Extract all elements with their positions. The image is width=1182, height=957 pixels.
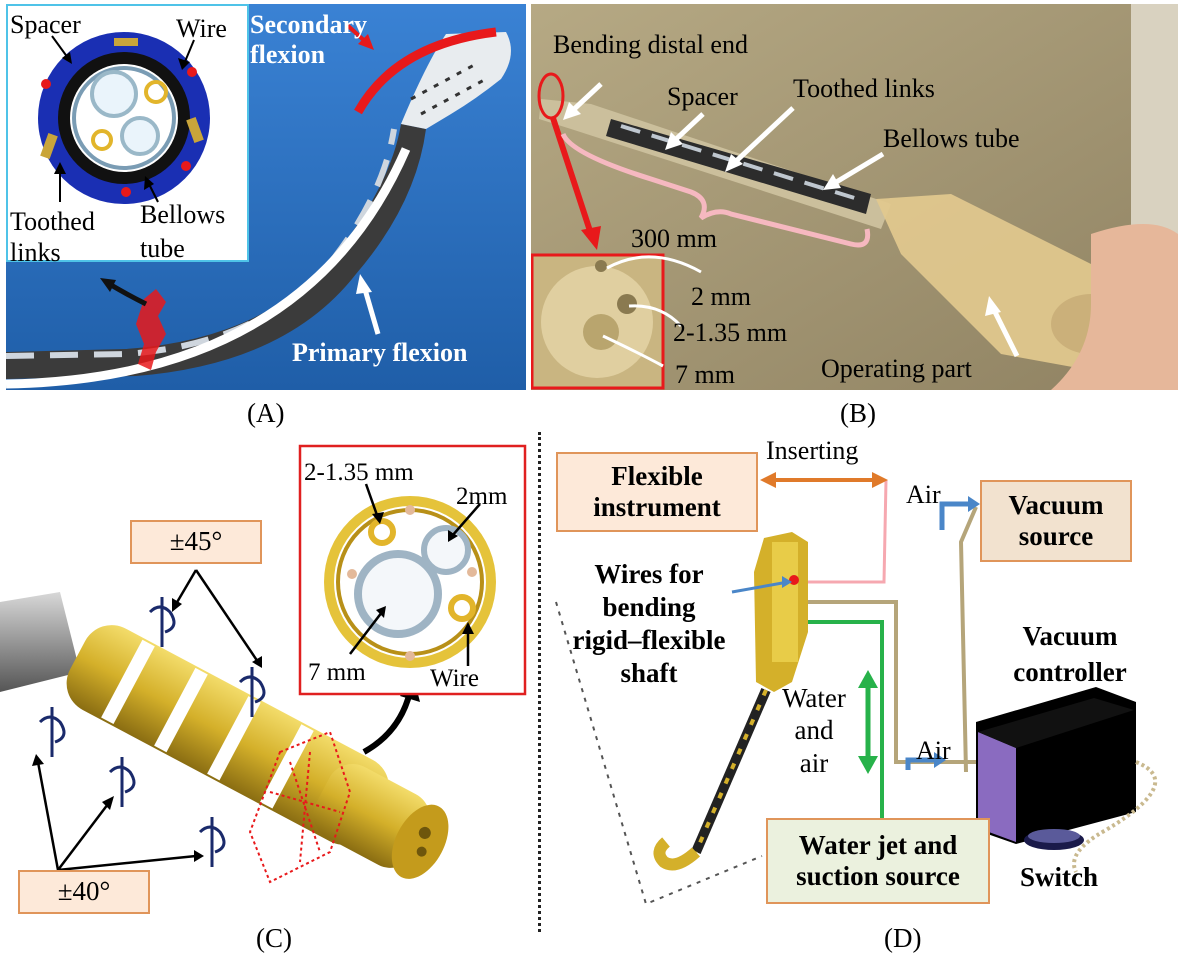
angle-45-label: ±45° <box>169 526 223 557</box>
panel-b: Bending distal end Spacer Toothed links … <box>531 4 1178 390</box>
primary-flexion-curve <box>6 147 411 389</box>
caption-b: (B) <box>840 398 876 428</box>
label-bending-distal-end: Bending distal end <box>553 30 748 59</box>
label-7mm-c: 7 mm <box>308 659 366 686</box>
label-bellows-tube-b: Bellows tube <box>883 124 1020 153</box>
angle-40-label: ±40° <box>57 876 111 907</box>
label-2-1.35mm-c: 2-1.35 mm <box>304 459 414 486</box>
label-air-mid: Air <box>916 736 951 765</box>
label-spacer-a: Spacer <box>10 10 81 39</box>
label-wire-c: Wire <box>430 665 479 692</box>
flexible-instrument-box: Flexible instrument <box>556 452 758 532</box>
label-vacuum-controller: Vacuum controller <box>1013 621 1127 688</box>
panel-divider <box>538 432 541 932</box>
label-toothed-links-a: Toothed links <box>10 207 95 268</box>
cross-section-inset: Spacer Wire Toothed links Bellows tube <box>6 4 249 267</box>
label-spacer-b: Spacer <box>667 82 738 111</box>
caption-a: (A) <box>247 398 285 428</box>
label-7mm-b: 7 mm <box>675 360 735 389</box>
label-toothed-links-b: Toothed links <box>793 74 935 103</box>
label-switch: Switch <box>1020 862 1099 892</box>
caption-c: (C) <box>256 923 292 953</box>
water-jet-label: Water jet and suction source <box>796 829 960 891</box>
panel-c-drawing <box>0 444 527 884</box>
vacuum-source-box: Vacuum source <box>980 480 1132 562</box>
panel-d: Flexible instrument Inserting Air Vacuum… <box>546 432 1182 922</box>
label-2mm-c: 2mm <box>456 483 508 510</box>
label-2mm-b: 2 mm <box>691 282 751 311</box>
secondary-flexion-curve <box>354 27 497 115</box>
label-2-1.35mm-b: 2-1.35 mm <box>673 318 788 347</box>
caption-d: (D) <box>884 923 922 953</box>
label-wires-shaft: Wires for bending rigid–flexible shaft <box>572 559 726 688</box>
panel-a: Spacer Wire Toothed links Bellows tube S… <box>6 4 526 390</box>
label-operating-part: Operating part <box>821 354 972 383</box>
panel-d-diagram <box>555 472 1158 906</box>
panel-c: ±45° ±40° 2-1.35 mm 2mm 7 mm Wire <box>0 432 536 922</box>
vacuum-source-label: Vacuum source <box>1008 489 1104 551</box>
label-300mm: 300 mm <box>631 224 717 253</box>
label-primary-flexion: Primary flexion <box>292 338 468 367</box>
label-secondary-flexion: Secondary flexion <box>250 10 367 69</box>
label-wire-a: Wire <box>176 14 227 43</box>
label-air-top: Air <box>906 480 941 509</box>
angle-45-box: ±45° <box>130 520 262 564</box>
label-bellows-tube-a: Bellows tube <box>140 200 226 263</box>
label-inserting: Inserting <box>766 436 859 465</box>
panel-b-photo <box>531 4 1178 390</box>
flexible-instrument-label: Flexible instrument <box>593 460 721 522</box>
angle-40-box: ±40° <box>18 870 150 914</box>
label-water-and-air: Water and air <box>782 683 846 778</box>
water-jet-box: Water jet and suction source <box>766 818 990 904</box>
